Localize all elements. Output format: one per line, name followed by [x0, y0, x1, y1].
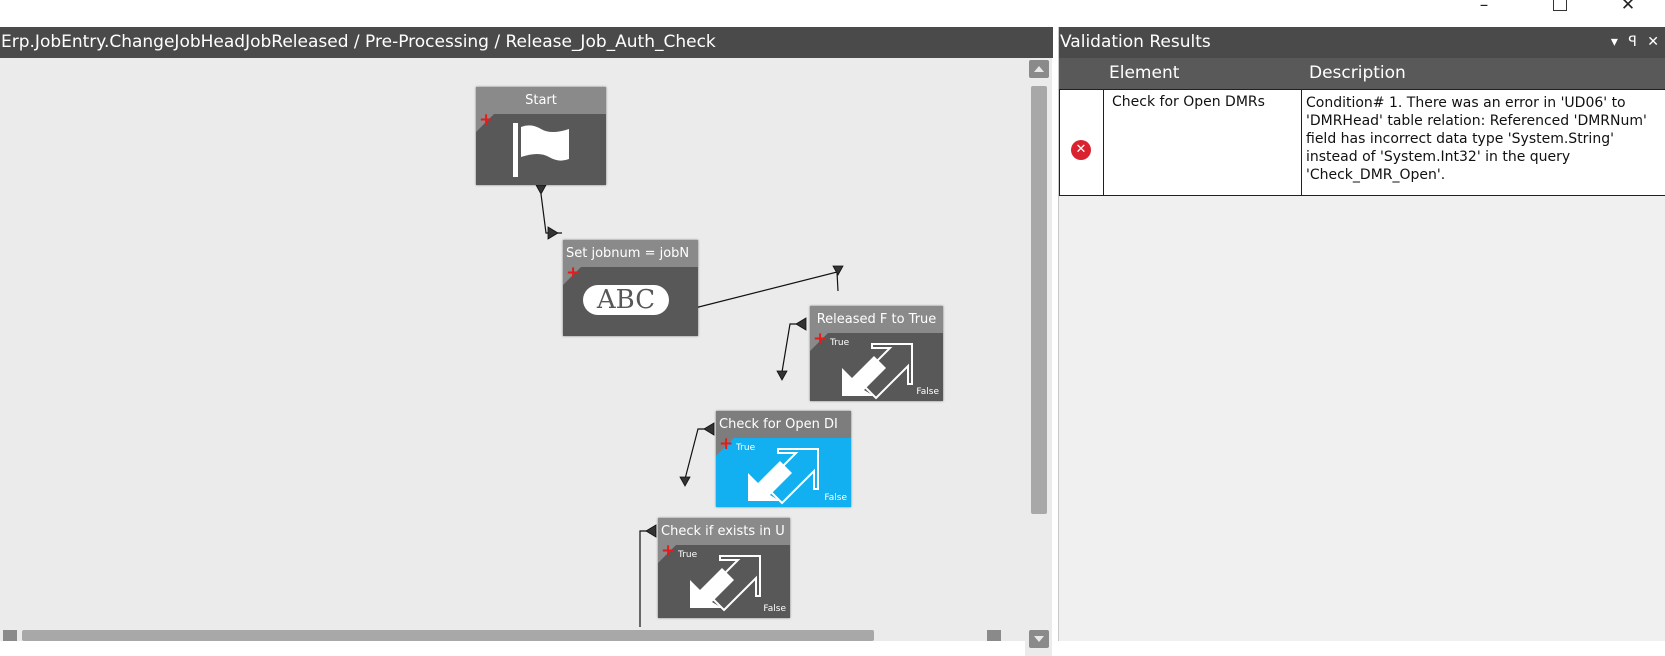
- node-title: Check if exists in U: [658, 518, 790, 545]
- node-check-open-dmrs[interactable]: Check for Open DI + True False: [716, 411, 851, 507]
- condition-arrows-icon: [748, 448, 819, 505]
- close-panel-icon[interactable]: ✕: [1647, 34, 1659, 50]
- false-branch-label: False: [916, 387, 939, 397]
- add-icon[interactable]: +: [719, 434, 734, 454]
- column-header-status[interactable]: [1059, 58, 1103, 89]
- node-title: Released F to True: [810, 306, 943, 333]
- cell-divider: [1301, 90, 1302, 195]
- pin-icon[interactable]: ꟼ: [1628, 34, 1637, 50]
- false-branch-label: False: [824, 493, 847, 503]
- node-start[interactable]: Start +: [476, 87, 606, 185]
- maximize-icon: [1553, 0, 1567, 11]
- condition-arrows-icon: [690, 555, 761, 612]
- node-corner: [716, 438, 734, 456]
- column-header-description[interactable]: Description: [1301, 58, 1665, 89]
- port-start-out: [535, 184, 547, 195]
- node-set-jobnum[interactable]: Set jobnum = jobN + ABC: [563, 240, 698, 336]
- close-window-button[interactable]: ✕: [1620, 0, 1636, 15]
- port-check-dmr-true-left: [703, 422, 715, 436]
- workflow-canvas[interactable]: Start + Set jobnum = jobN + ABC Released…: [0, 58, 1025, 627]
- flag-icon: [513, 123, 569, 177]
- cell-divider: [1103, 90, 1104, 195]
- error-icon: ✕: [1071, 140, 1091, 160]
- true-branch-label: True: [830, 338, 850, 348]
- node-check-if-exists[interactable]: Check if exists in U + True False: [658, 518, 790, 618]
- node-released-f-to-true[interactable]: Released F to True + True False: [810, 306, 943, 401]
- condition-arrows-icon: [842, 343, 913, 400]
- add-icon[interactable]: +: [479, 110, 494, 130]
- column-header-element[interactable]: Element: [1103, 58, 1301, 89]
- port-check-exists-in-top: [679, 476, 691, 487]
- workflow-designer-panel: Erp.JobEntry.ChangeJobHeadJobReleased / …: [0, 27, 1053, 656]
- validation-results-panel: Validation Results ▾ ꟼ ✕ Element Descrip…: [1058, 27, 1665, 641]
- add-icon[interactable]: +: [813, 329, 828, 349]
- connector-lines: [535, 184, 844, 627]
- port-set-in: [547, 226, 559, 240]
- scroll-right-button[interactable]: [987, 630, 1001, 641]
- table-row[interactable]: ✕ Check for Open DMRs Condition# 1. Ther…: [1059, 89, 1665, 196]
- port-released-in-top: [832, 265, 844, 276]
- element-cell: Check for Open DMRs: [1112, 94, 1265, 110]
- horizontal-scroll-thumb[interactable]: [22, 630, 874, 641]
- maximize-button[interactable]: [1540, 0, 1580, 24]
- node-corner: [810, 333, 828, 351]
- port-check-exists-true-left: [645, 524, 657, 538]
- vertical-scrollbar[interactable]: [1025, 58, 1052, 656]
- description-cell: Condition# 1. There was an error in 'UD0…: [1306, 95, 1647, 183]
- designer-breadcrumb: Erp.JobEntry.ChangeJobHeadJobReleased / …: [0, 27, 1053, 58]
- connector-start-to-set: [540, 193, 562, 234]
- node-corner: [476, 114, 494, 132]
- validation-title: Validation Results: [1060, 32, 1211, 52]
- connector-released-to-check-dmr: [781, 323, 805, 373]
- validation-header: Validation Results ▾ ꟼ ✕: [1059, 27, 1665, 58]
- true-branch-label: True: [678, 550, 698, 560]
- vertical-scroll-thumb[interactable]: [1031, 86, 1047, 514]
- dropdown-icon[interactable]: ▾: [1610, 34, 1618, 50]
- add-icon[interactable]: +: [661, 541, 676, 561]
- node-corner: [563, 267, 581, 285]
- connector-check-dmr-to-check-exists: [684, 428, 713, 480]
- true-branch-label: True: [736, 443, 756, 453]
- minimize-button[interactable]: –: [1479, 0, 1489, 15]
- port-released-true-left: [795, 317, 807, 331]
- scroll-up-button[interactable]: [1029, 60, 1049, 78]
- port-check-dmr-in-top: [776, 370, 788, 381]
- node-title: Check for Open DI: [716, 411, 851, 438]
- scroll-left-button[interactable]: [3, 630, 17, 641]
- node-title: Set jobnum = jobN: [563, 240, 698, 267]
- horizontal-scrollbar[interactable]: [0, 627, 1025, 641]
- scroll-down-button[interactable]: [1029, 630, 1049, 648]
- add-icon[interactable]: +: [566, 263, 581, 283]
- node-title: Start: [476, 87, 606, 114]
- false-branch-label: False: [763, 604, 786, 614]
- abc-icon: ABC: [583, 285, 669, 315]
- node-corner: [658, 545, 676, 563]
- connector-check-exists-down: [639, 530, 655, 627]
